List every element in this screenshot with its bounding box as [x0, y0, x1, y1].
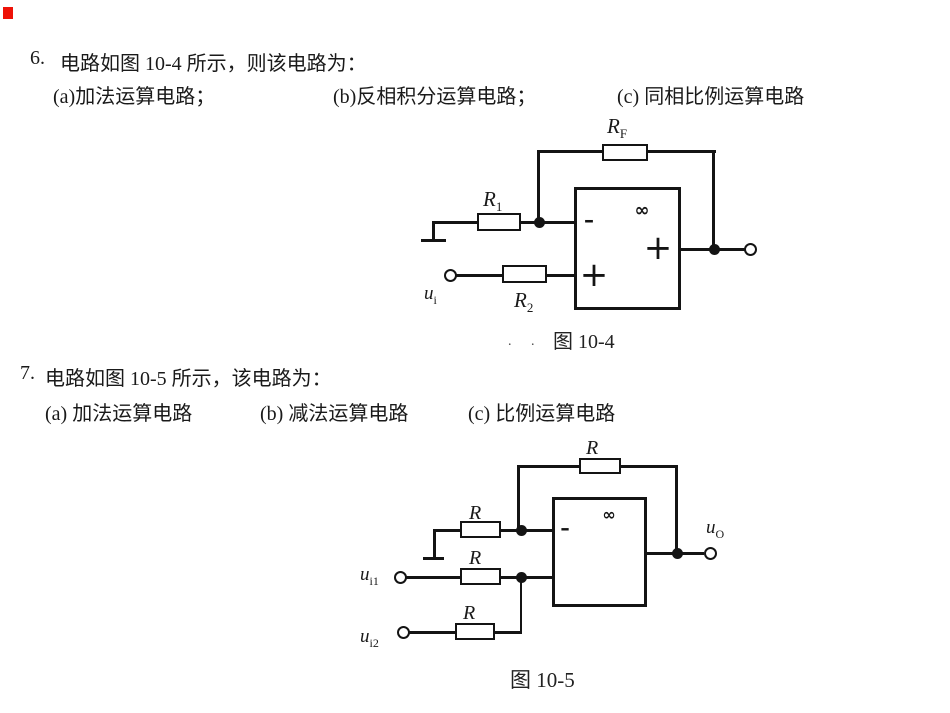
fig5-resistor-middle	[460, 568, 501, 585]
fig4-label-r1: R1	[483, 187, 503, 215]
fig5-resistor-top	[460, 521, 501, 538]
fig5-label-r-top: R	[469, 502, 482, 524]
fig4-feedback-wire-left	[537, 150, 540, 223]
fig4-junction-dot-inverting	[533, 216, 545, 228]
question-6-option-a: (a)加法运算电路；	[53, 86, 216, 108]
fig4-label-ui: ui	[424, 283, 437, 307]
fig4-feedback-wire-right	[712, 150, 715, 250]
fig4-label-rf: RF	[607, 114, 628, 142]
red-scan-artifact	[3, 7, 13, 19]
fig4-resistor-r1	[477, 213, 521, 231]
fig4-inverting-minus-sign: -	[584, 202, 594, 235]
fig5-label-uo: uO	[706, 517, 725, 541]
fig4-opamp-box	[574, 187, 681, 310]
fig4-input-terminal-ui	[443, 268, 457, 282]
fig5-input-terminal-ui2	[396, 625, 410, 639]
fig4-output-terminal	[743, 242, 757, 256]
fig5-resistor-bottom	[455, 623, 495, 640]
fig4-ground-stem	[432, 221, 435, 241]
fig4-caption: 图 10-4	[553, 331, 615, 353]
fig5-label-ui1: ui1	[360, 564, 379, 588]
fig5-caption: 图 10-5	[510, 668, 575, 692]
question-7-option-c: (c) 比例运算电路	[468, 403, 616, 425]
question-6-number: 6.	[30, 47, 45, 69]
fig5-label-r-middle: R	[469, 547, 482, 569]
fig5-label-r-feedback: R	[586, 437, 599, 459]
fig4-output-plus-sign: +	[643, 228, 673, 268]
question-7-number: 7.	[20, 362, 35, 384]
fig5-ground-stem	[433, 529, 436, 559]
fig5-label-ui2: ui2	[360, 626, 379, 650]
fig4-resistor-r2	[502, 265, 547, 283]
fig5-inverting-minus-sign: -	[560, 512, 570, 543]
question-6-option-b: (b)反相积分运算电路；	[333, 86, 537, 108]
question-6-prompt: 电路如图 10-4 所示，则该电路为：	[60, 53, 367, 75]
fig4-resistor-rf	[602, 144, 648, 161]
fig5-join-wire-vertical	[519, 576, 522, 633]
fig5-junction-dot-top	[515, 524, 527, 536]
fig5-infinity-gain-icon: ∞	[602, 505, 616, 524]
fig5-input-terminal-ui1	[393, 570, 407, 584]
fig5-label-r-bottom: R	[463, 602, 476, 624]
question-7-option-a: (a) 加法运算电路	[45, 403, 193, 425]
fig5-feedback-wire-right	[675, 465, 678, 554]
fig5-feedback-wire-left	[517, 465, 520, 531]
fig4-junction-dot-output	[708, 243, 720, 255]
fig5-ground-bar-icon	[423, 557, 444, 560]
fig4-noninverting-plus-sign: +	[579, 255, 609, 295]
question-7-option-b: (b) 减法运算电路	[260, 403, 409, 425]
fig4-stray-dots: . .	[508, 334, 543, 349]
fig5-junction-dot-middle	[515, 571, 527, 583]
question-6-option-c: (c) 同相比例运算电路	[617, 86, 805, 108]
fig4-infinity-gain-icon: ∞	[634, 200, 650, 221]
fig4-ground-bar-icon	[421, 239, 446, 242]
fig4-label-r2: R2	[514, 288, 534, 316]
question-7-prompt: 电路如图 10-5 所示，该电路为：	[45, 368, 332, 390]
fig5-output-terminal	[703, 546, 717, 560]
fig5-resistor-feedback	[579, 458, 621, 474]
fig5-junction-dot-output	[671, 547, 683, 559]
fig5-opamp-box	[552, 497, 647, 607]
